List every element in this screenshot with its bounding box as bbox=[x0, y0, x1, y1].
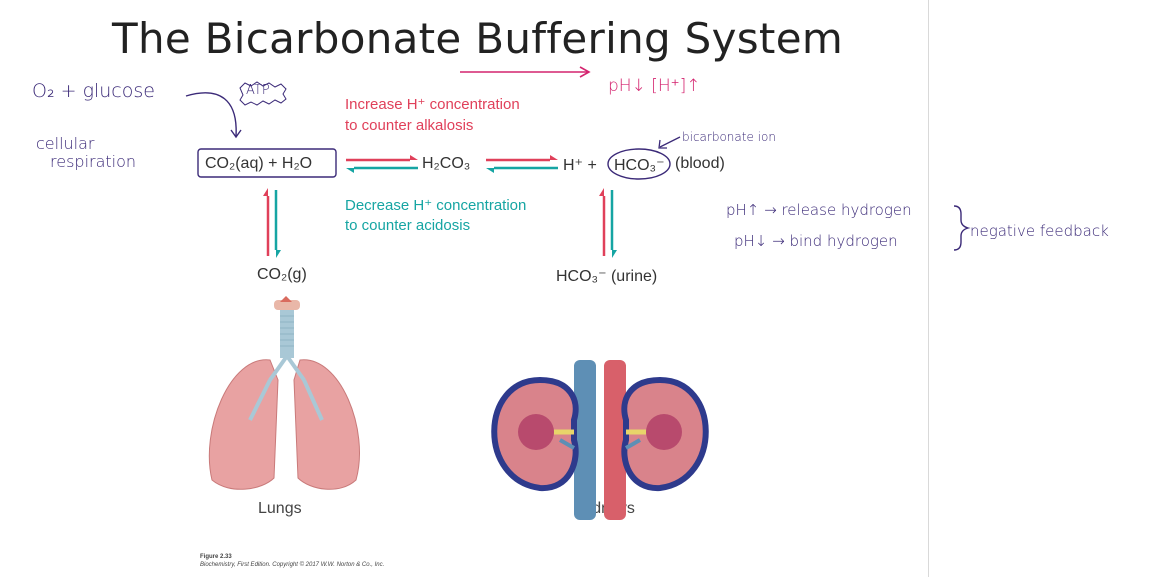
annotation-atp: ATP bbox=[246, 83, 270, 98]
feedback-brace bbox=[953, 205, 971, 251]
respiration-curve-arrow bbox=[185, 92, 242, 139]
right-margin-panel bbox=[928, 0, 1166, 577]
lungs-illustration bbox=[208, 296, 360, 490]
pink-direction-arrow bbox=[460, 66, 591, 78]
equilibrium-arrow-2 bbox=[486, 155, 558, 173]
vertical-equilibrium-left bbox=[263, 188, 281, 258]
annotation-bicarbonate-ion: bicarbonate ion bbox=[682, 130, 776, 144]
atp-bubble bbox=[239, 81, 287, 106]
annotation-ph-down-bind: pH↓ → bind hydrogen bbox=[734, 232, 898, 250]
annotation-ph-down-h-up: pH↓ [H⁺]↑ bbox=[608, 76, 701, 96]
co2-box bbox=[197, 148, 337, 178]
hco3-circle bbox=[607, 148, 671, 180]
annotation-o2-glucose: O₂ + glucose bbox=[32, 80, 155, 102]
annotation-respiration: respiration bbox=[50, 152, 137, 171]
decrease-h-line2: to counter acidosis bbox=[345, 217, 471, 234]
increase-h-line1: Increase H⁺ concentration bbox=[345, 96, 520, 113]
annotation-ph-up-release: pH↑ → release hydrogen bbox=[726, 201, 912, 219]
annotation-cellular: cellular bbox=[36, 134, 95, 153]
figure-label: Figure 2.33 bbox=[200, 554, 232, 560]
vertical-equilibrium-right bbox=[599, 188, 617, 258]
figure-credit: Biochemistry, First Edition. Copyright ©… bbox=[200, 562, 385, 568]
equilibrium-arrow-1 bbox=[346, 155, 418, 173]
bicarbonate-pointer bbox=[658, 136, 681, 149]
increase-h-line2: to counter alkalosis bbox=[345, 117, 474, 134]
annotation-negative-feedback: negative feedback bbox=[970, 222, 1109, 240]
lungs-caption: Lungs bbox=[258, 500, 302, 517]
bicarbonate-ion-formula: HCO₃⁻ bbox=[614, 157, 665, 174]
reactant-co2aq-h2o: CO₂(aq) + H₂O bbox=[205, 155, 313, 172]
kidneys-illustration bbox=[491, 360, 709, 520]
decrease-h-line1: Decrease H⁺ concentration bbox=[345, 197, 527, 214]
hydrogen-ion: H⁺ + bbox=[563, 157, 597, 174]
blood-label: (blood) bbox=[675, 155, 725, 172]
hco3-urine-label: HCO₃⁻ (urine) bbox=[556, 268, 658, 285]
page-title: The Bicarbonate Buffering System bbox=[112, 14, 844, 63]
compound-h2co3: H₂CO₃ bbox=[422, 155, 471, 172]
co2-gas-label: CO₂(g) bbox=[257, 266, 307, 283]
